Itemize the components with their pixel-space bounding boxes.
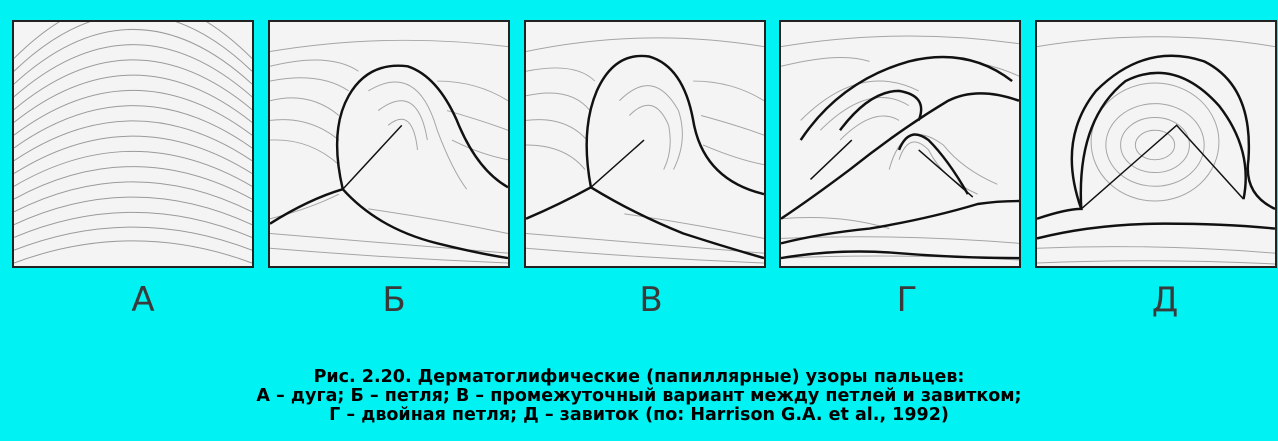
fingerprint-panel-whorl	[1035, 20, 1277, 268]
caption-line-2: А – дуга; Б – петля; В – промежуточный в…	[0, 387, 1278, 406]
whorl-pattern-image	[1037, 22, 1275, 266]
double-loop-pattern-image	[781, 22, 1019, 266]
panel-label-d: Д	[1135, 280, 1195, 320]
panel-label-g: Г	[877, 280, 937, 320]
figure-caption: Рис. 2.20. Дерматоглифические (папиллярн…	[0, 368, 1278, 425]
arch-pattern-image	[14, 22, 252, 266]
panel-label-b: Б	[364, 280, 424, 320]
caption-line-3: Г – двойная петля; Д – завиток (по: Harr…	[0, 406, 1278, 425]
intermediate-pattern-image	[526, 22, 764, 266]
fingerprint-panel-loop	[268, 20, 510, 268]
fingerprint-panel-arch	[12, 20, 254, 268]
loop-pattern-image	[270, 22, 508, 266]
caption-line-1: Рис. 2.20. Дерматоглифические (папиллярн…	[0, 368, 1278, 387]
fingerprint-panel-double-loop	[779, 20, 1021, 268]
panel-label-v: В	[621, 280, 681, 320]
panel-label-a: А	[113, 280, 173, 320]
fingerprint-panel-intermediate	[524, 20, 766, 268]
